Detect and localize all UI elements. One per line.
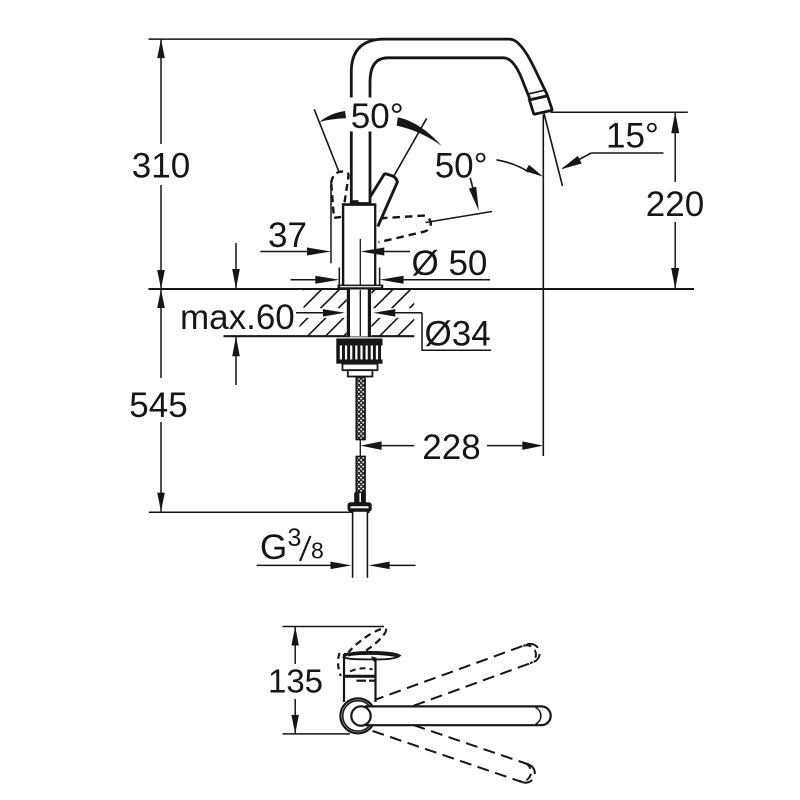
svg-text:3: 3 [288,524,302,552]
svg-text:8: 8 [311,538,324,564]
svg-text:G: G [260,528,287,567]
svg-text:135: 135 [268,663,323,700]
svg-text:50°: 50° [351,97,404,136]
svg-text:37: 37 [268,216,307,255]
svg-text:545: 545 [129,386,187,425]
svg-text:Ø 50: Ø 50 [412,244,488,283]
svg-text:310: 310 [132,147,190,186]
svg-text:15°: 15° [606,117,659,156]
svg-text:max.60: max.60 [180,298,295,337]
svg-text:Ø34: Ø34 [425,315,491,354]
svg-text:50°: 50° [435,147,488,186]
svg-text:228: 228 [422,428,480,467]
svg-text:220: 220 [646,185,704,224]
